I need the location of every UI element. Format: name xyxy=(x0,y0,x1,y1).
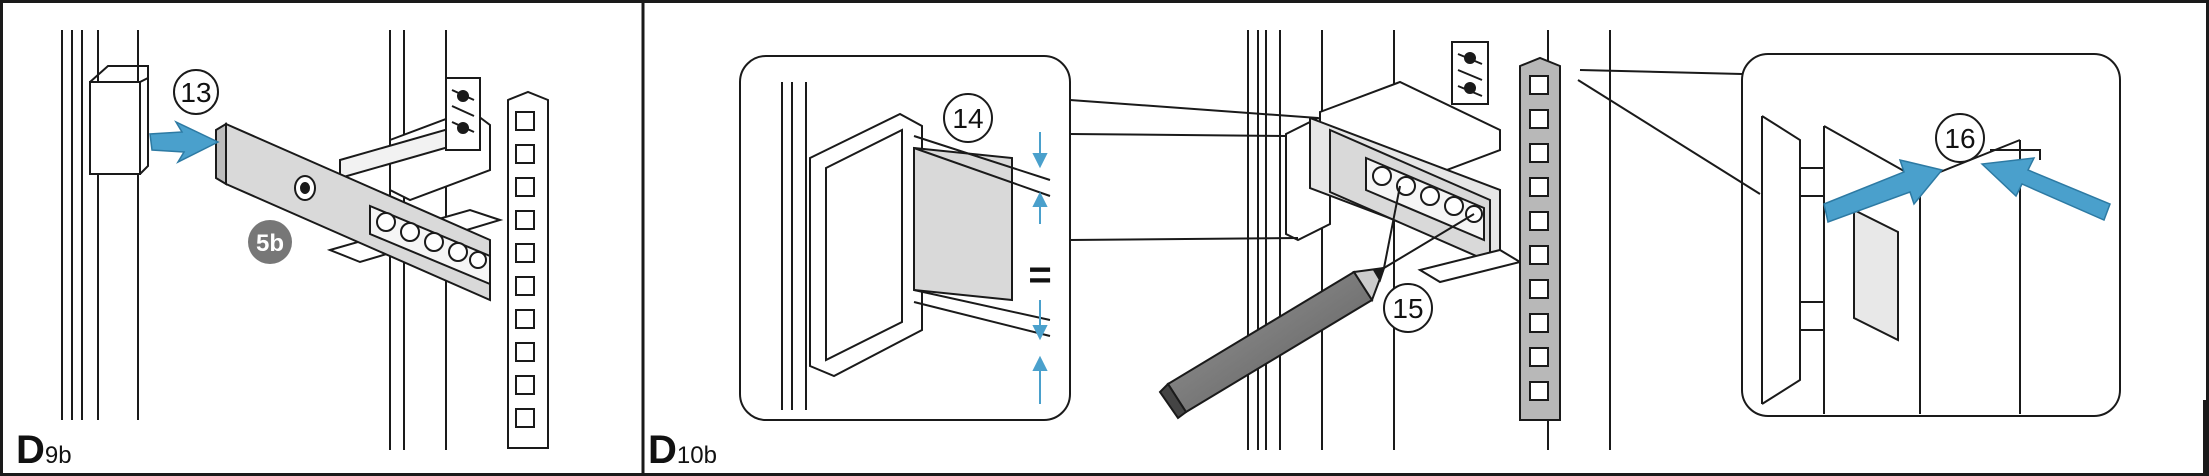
rail-holes xyxy=(515,111,535,428)
callout-13: 13 xyxy=(180,77,211,108)
panel-label-d10b: D10b xyxy=(648,428,717,473)
callout-14-circle xyxy=(943,93,993,143)
inset-plate xyxy=(913,146,1013,302)
slot-holes-d10b xyxy=(1365,156,1485,242)
edge-mark xyxy=(2203,400,2209,476)
slot-holes xyxy=(369,204,491,286)
badge-5b: 5b xyxy=(256,230,284,257)
badge-5b-circle xyxy=(248,220,292,264)
callout-13-circle xyxy=(173,69,219,115)
push-arrow-left-icon xyxy=(1823,158,1944,223)
panel-label-d9b: D9b xyxy=(16,428,72,473)
push-arrow-icon xyxy=(149,120,220,164)
callout-14: 14 xyxy=(952,103,983,134)
panel-d10b-center xyxy=(1247,30,1611,450)
panel-label-d10b-letter: D xyxy=(648,428,677,472)
panel-d9b xyxy=(61,30,549,450)
measurement-marks xyxy=(1032,132,1048,404)
callout-16: 16 xyxy=(1944,123,1975,154)
callout-16-circle xyxy=(1935,113,1985,163)
equal-sign: = xyxy=(1028,253,1051,297)
rail-holes-d10b xyxy=(1529,75,1549,401)
callout-15-circle xyxy=(1383,283,1433,333)
spring-clamp xyxy=(445,77,481,151)
panel-label-d10b-sub: 10b xyxy=(676,442,717,469)
zoom-inset-right xyxy=(1577,53,2121,417)
zoom-inset-left xyxy=(739,55,1319,421)
perforated-rail xyxy=(507,90,549,449)
clip xyxy=(89,81,141,175)
pencil-icon xyxy=(1158,266,1386,420)
panel-label-d9b-sub: 9b xyxy=(44,442,72,469)
panel-label-d9b-letter: D xyxy=(16,428,45,472)
callout-15: 15 xyxy=(1392,293,1423,324)
push-arrow-right-icon xyxy=(1980,157,2111,222)
